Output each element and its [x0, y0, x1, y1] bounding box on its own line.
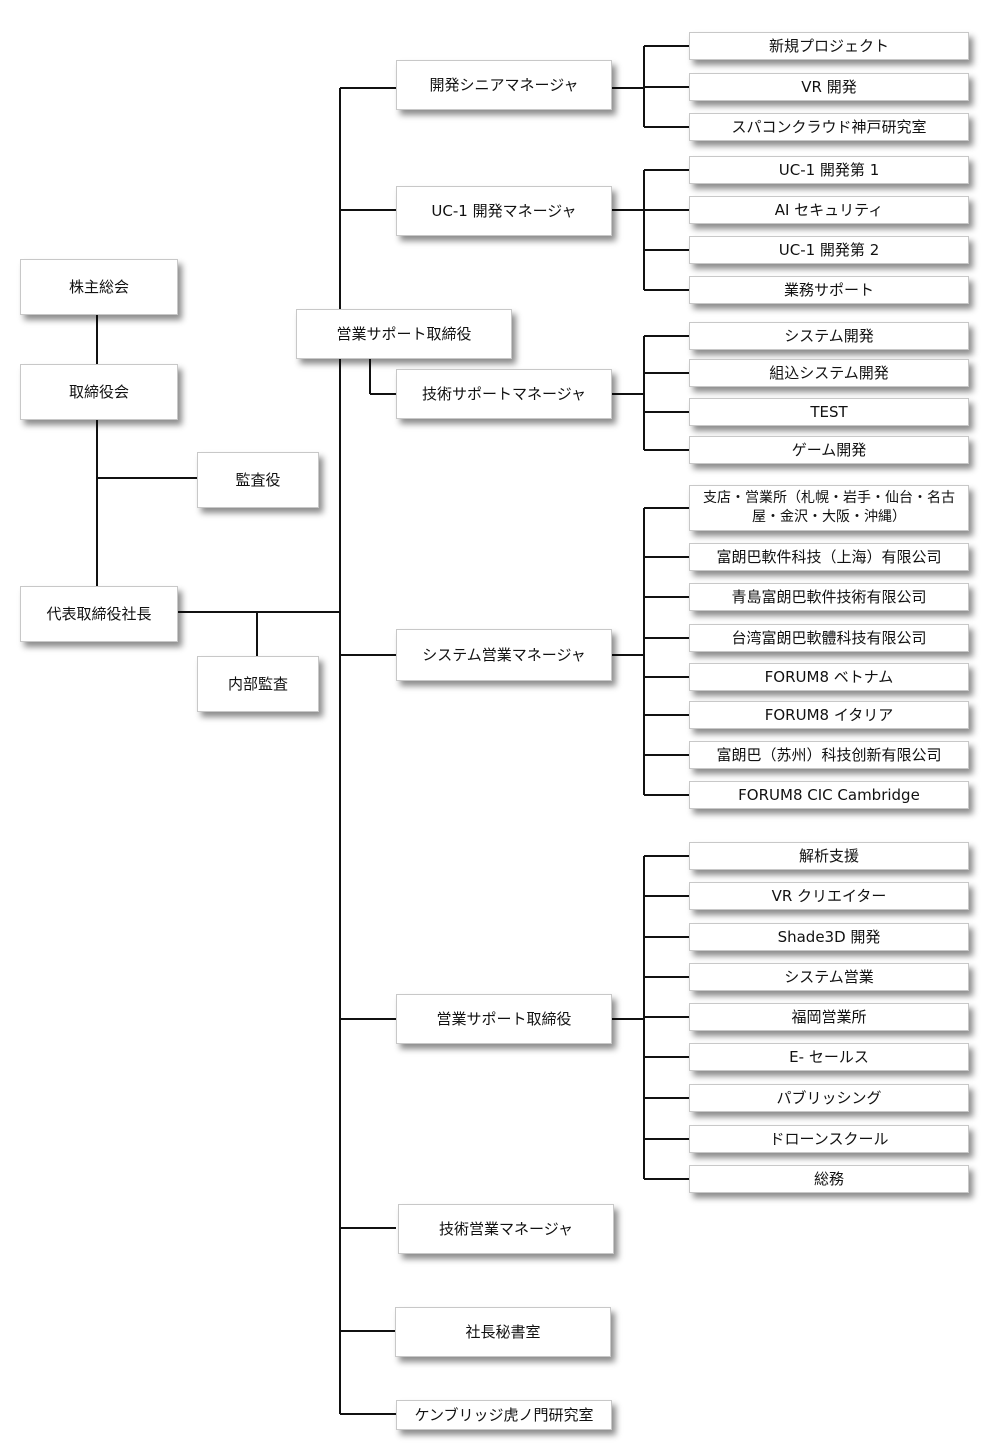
node-tech-support-manager: 技術サポートマネージャ	[396, 369, 612, 419]
leaf-unit: ゲーム開発	[689, 436, 969, 464]
node-president: 代表取締役社長	[20, 586, 178, 642]
node-dev-senior-manager: 開発シニアマネージャ	[396, 60, 612, 110]
node-sales-support-director: 営業サポート取締役	[396, 994, 612, 1044]
leaf-unit: VR クリエイター	[689, 882, 969, 910]
leaf-unit: AI セキュリティ	[689, 196, 969, 224]
leaf-unit: FORUM8 イタリア	[689, 701, 969, 729]
node-cambridge-lab: ケンブリッジ虎ノ門研究室	[396, 1400, 612, 1430]
leaf-unit: FORUM8 CIC Cambridge	[689, 781, 969, 809]
leaf-unit: 新規プロジェクト	[689, 32, 969, 60]
leaf-unit: 組込システム開発	[689, 359, 969, 387]
leaf-unit: 青島富朗巴軟件技術有限公司	[689, 583, 969, 611]
leaf-unit: システム開発	[689, 322, 969, 350]
leaf-unit: 総務	[689, 1165, 969, 1193]
leaf-unit: パブリッシング	[689, 1084, 969, 1112]
leaf-unit: 福岡営業所	[689, 1003, 969, 1031]
leaf-unit: 支店・営業所（札幌・岩手・仙台・名古屋・金沢・大阪・沖縄）	[689, 485, 969, 531]
node-board: 取締役会	[20, 364, 178, 420]
node-sales-support-director-top: 営業サポート取締役	[296, 309, 512, 359]
leaf-unit: システム営業	[689, 963, 969, 991]
node-tech-sales-manager: 技術営業マネージャ	[398, 1204, 614, 1254]
node-auditor: 監査役	[197, 452, 319, 508]
leaf-unit: TEST	[689, 398, 969, 426]
leaf-unit: 富朗巴軟件科技（上海）有限公司	[689, 543, 969, 571]
leaf-unit: E- セールス	[689, 1043, 969, 1071]
leaf-unit: VR 開発	[689, 73, 969, 101]
leaf-unit: UC-1 開発第 2	[689, 236, 969, 264]
leaf-unit: 台湾富朗巴軟體科技有限公司	[689, 624, 969, 652]
leaf-unit: 解析支援	[689, 842, 969, 870]
leaf-unit: 富朗巴（苏州）科技创新有限公司	[689, 741, 969, 769]
leaf-unit: スパコンクラウド神戸研究室	[689, 113, 969, 141]
leaf-unit: UC-1 開発第 1	[689, 156, 969, 184]
node-system-sales-manager: システム営業マネージャ	[396, 629, 612, 681]
node-internal-audit: 内部監査	[197, 656, 319, 712]
leaf-unit: 業務サポート	[689, 276, 969, 304]
node-president-secretary: 社長秘書室	[395, 1307, 611, 1357]
node-uc1-manager: UC-1 開発マネージャ	[396, 186, 612, 236]
leaf-unit: FORUM8 ベトナム	[689, 663, 969, 691]
leaf-unit: ドローンスクール	[689, 1125, 969, 1153]
leaf-unit: Shade3D 開発	[689, 923, 969, 951]
node-shareholders: 株主総会	[20, 259, 178, 315]
